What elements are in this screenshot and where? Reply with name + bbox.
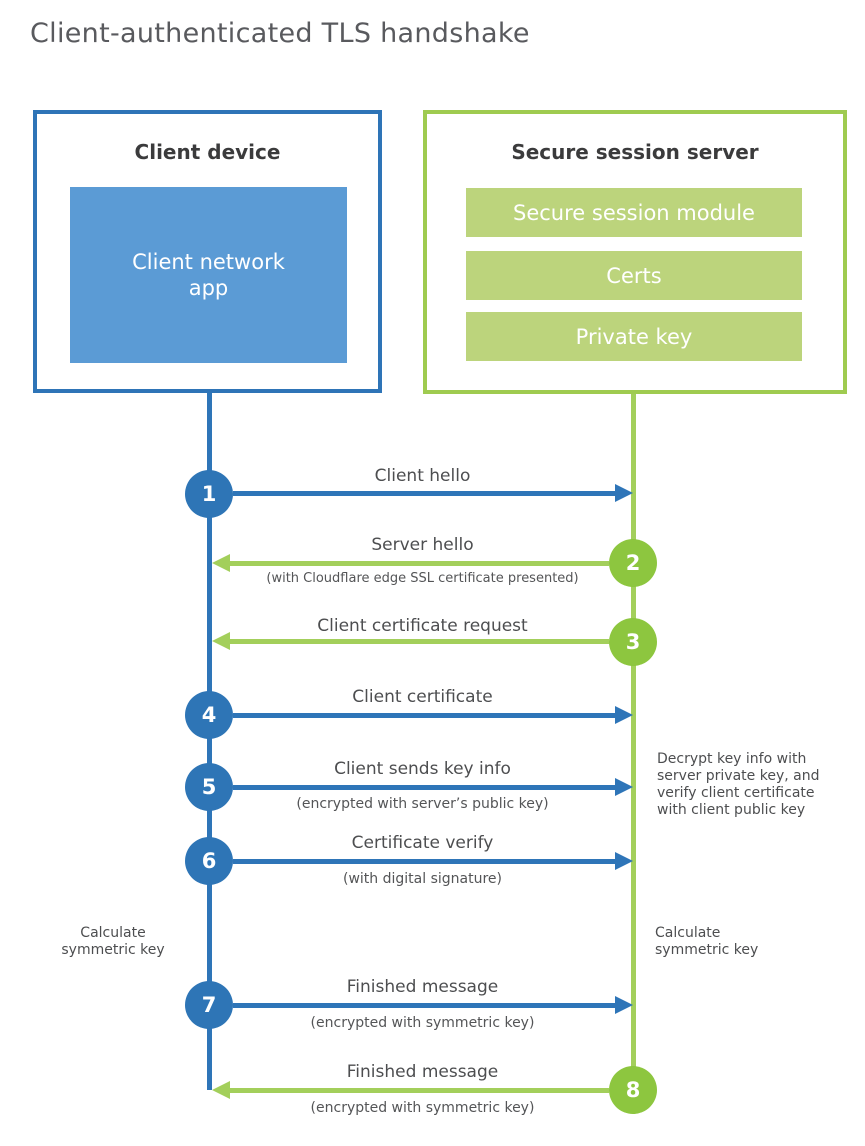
step-1-label: Client hello	[374, 466, 471, 486]
client-network-app-label: Client network app	[132, 249, 285, 300]
step-2-label: Server hello	[371, 535, 474, 555]
secure-session-server-title: Secure session server	[511, 140, 759, 164]
server-lifeline	[631, 394, 636, 1094]
step-7-circle: 7	[185, 981, 233, 1029]
step-7-arrow-right	[233, 996, 633, 1014]
step-5-circle: 5	[185, 763, 233, 811]
step-5-label: Client sends key info	[334, 759, 511, 779]
step-8-sublabel: (encrypted with symmetric key)	[310, 1100, 535, 1116]
client-lifeline	[207, 393, 212, 1090]
server-module-bar: Secure session module	[466, 188, 802, 237]
step-3-arrow-left	[212, 632, 609, 650]
arrowhead-right-icon	[615, 852, 633, 870]
calculate-symmetric-key-note-left: Calculate symmetric key	[61, 925, 165, 958]
step-7-sublabel: (encrypted with symmetric key)	[310, 1015, 535, 1031]
decrypt-key-info-note: Decrypt key info with server private key…	[657, 751, 820, 818]
step-2-sublabel: (with Cloudflare edge SSL certificate pr…	[266, 571, 579, 586]
arrowhead-left-icon	[212, 554, 230, 572]
step-1-arrow-right	[233, 484, 633, 502]
calculate-symmetric-key-note-right: Calculate symmetric key	[655, 925, 759, 958]
server-private-key-label: Private key	[575, 324, 693, 349]
secure-session-server-box: Secure session server Secure session mod…	[423, 110, 847, 394]
step-8-circle: 8	[609, 1066, 657, 1114]
step-6-sublabel: (with digital signature)	[343, 871, 502, 887]
step-5-sublabel: (encrypted with server’s public key)	[296, 796, 549, 812]
arrowhead-right-icon	[615, 778, 633, 796]
step-4-circle: 4	[185, 691, 233, 739]
step-6-arrow-right	[233, 852, 633, 870]
step-1-circle: 1	[185, 470, 233, 518]
step-3-circle: 3	[609, 618, 657, 666]
step-6-label: Certificate verify	[351, 833, 494, 853]
step-7-label: Finished message	[346, 977, 499, 997]
arrowhead-right-icon	[615, 484, 633, 502]
arrowhead-left-icon	[212, 632, 230, 650]
step-8-label: Finished message	[346, 1062, 499, 1082]
client-device-title: Client device	[134, 140, 281, 164]
server-private-key-bar: Private key	[466, 312, 802, 361]
step-3-label: Client certificate request	[317, 616, 528, 636]
step-2-arrow-left	[212, 554, 609, 572]
step-5-arrow-right	[233, 778, 633, 796]
arrowhead-right-icon	[615, 706, 633, 724]
client-device-box: Client device Client network app	[33, 110, 382, 393]
client-network-app-box: Client network app	[70, 187, 347, 363]
page-title: Client-authenticated TLS handshake	[30, 18, 530, 49]
step-4-arrow-right	[233, 706, 633, 724]
server-certs-bar: Certs	[466, 251, 802, 300]
step-8-arrow-left	[212, 1081, 609, 1099]
step-4-label: Client certificate	[352, 687, 493, 707]
step-6-circle: 6	[185, 837, 233, 885]
arrowhead-left-icon	[212, 1081, 230, 1099]
arrowhead-right-icon	[615, 996, 633, 1014]
step-2-circle: 2	[609, 539, 657, 587]
server-module-label: Secure session module	[513, 200, 755, 225]
server-certs-label: Certs	[606, 263, 662, 288]
